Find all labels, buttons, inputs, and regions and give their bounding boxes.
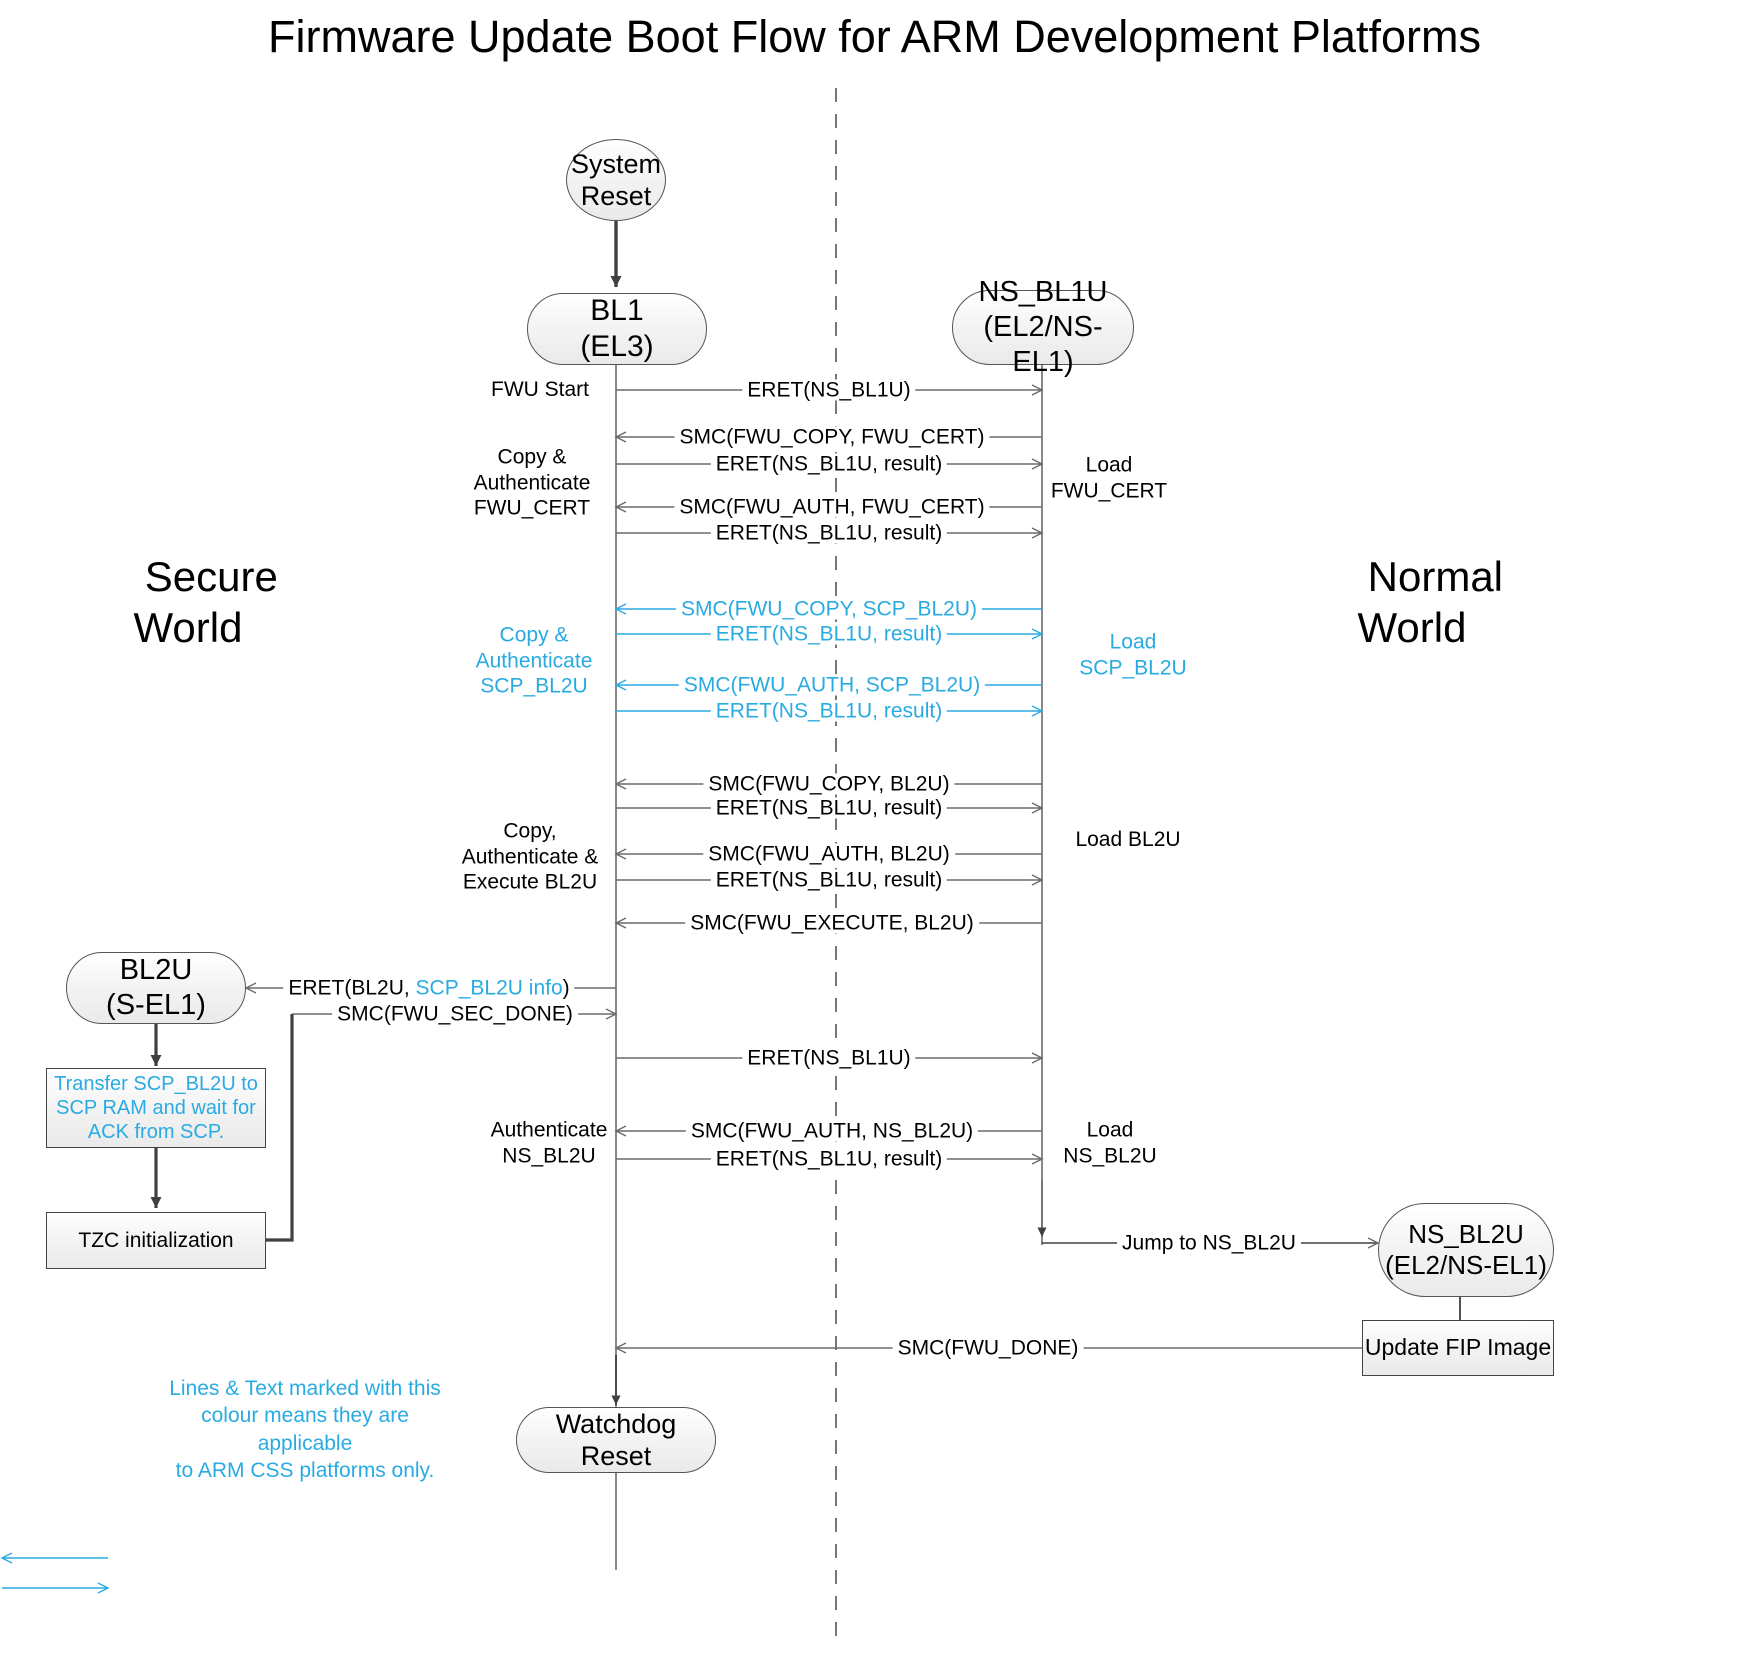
message-m12: SMC(FWU_AUTH, BL2U) [703,843,955,865]
message-m10: SMC(FWU_COPY, BL2U) [703,773,955,795]
eret-bl2u-prefix: ERET(BL2U, [288,976,416,1000]
eret-bl2u-suffix: ) [562,976,570,1000]
message-m2: SMC(FWU_COPY, FWU_CERT) [674,426,990,448]
message-m15: SMC(FWU_SEC_DONE) [332,1003,578,1025]
node-system-reset[interactable]: System Reset [566,139,666,221]
annotation-load-scp-bl2u: Load SCP_BL2U [1079,630,1187,679]
annotation-load-ns-bl2u: Load NS_BL2U [1063,1118,1157,1167]
annotation-authenticate-ns-bl2u: Authenticate NS_BL2U [490,1118,608,1167]
page-title: Firmware Update Boot Flow for ARM Develo… [268,11,1481,62]
message-m1: ERET(NS_BL1U) [742,379,916,401]
message-m17: SMC(FWU_AUTH, NS_BL2U) [685,1120,979,1142]
annotation-load-bl2u: Load BL2U [1075,828,1181,852]
message-m20: SMC(FWU_DONE) [892,1337,1084,1359]
message-eret-bl2u: ERET(BL2U, SCP_BL2U info) [283,976,575,1000]
annotation-copy-auth-fwu-cert: Copy & Authenticate FWU_CERT [473,445,591,520]
node-ns-bl1u-label: NS_BL1U (EL2/NS-EL1) [978,276,1108,378]
node-update-fip-image[interactable]: Update FIP Image [1362,1320,1554,1376]
annotation-copy-auth-exec-bl2u: Copy, Authenticate & Execute BL2U [461,819,599,894]
annotation-load-fwu-cert: Load FWU_CERT [1050,453,1168,502]
eret-bl2u-blue-part: SCP_BL2U info [415,976,563,1000]
node-watchdog-reset[interactable]: Watchdog Reset [516,1407,716,1473]
node-update-fip-image-label: Update FIP Image [1364,1334,1552,1361]
node-tzc-initialization-label: TZC initialization [78,1228,234,1252]
message-m11: ERET(NS_BL1U, result) [710,797,948,819]
annotation-fwu-start: FWU Start [491,378,589,402]
node-ns-bl1u[interactable]: NS_BL1U (EL2/NS-EL1) [952,276,1134,378]
message-m5: ERET(NS_BL1U, result) [710,522,948,544]
node-ns-bl2u-label: NS_BL2U (EL2/NS-EL1) [1385,1218,1547,1280]
message-m18: ERET(NS_BL1U, result) [710,1148,948,1170]
message-m6: SMC(FWU_COPY, SCP_BL2U) [675,598,983,620]
message-m19: Jump to NS_BL2U [1117,1232,1301,1254]
message-m14: SMC(FWU_EXECUTE, BL2U) [685,912,979,934]
node-transfer-scp-bl2u[interactable]: Transfer SCP_BL2U to SCP RAM and wait fo… [46,1068,266,1148]
node-ns-bl2u[interactable]: NS_BL2U (EL2/NS-EL1) [1378,1203,1554,1297]
message-m3: ERET(NS_BL1U, result) [710,453,948,475]
normal-world-label: Normal World [1282,500,1542,705]
node-bl2u-label: BL2U (S-EL1) [106,954,206,1021]
node-system-reset-label: System Reset [570,148,662,211]
legend-text: Lines & Text marked with this colour mea… [169,1377,441,1482]
node-watchdog-reset-label: Watchdog Reset [555,1408,677,1471]
node-tzc-initialization[interactable]: TZC initialization [46,1212,266,1269]
node-bl1-label: BL1 (EL3) [580,294,654,363]
node-transfer-scp-bl2u-label: Transfer SCP_BL2U to SCP RAM and wait fo… [54,1073,258,1143]
message-m4: SMC(FWU_AUTH, FWU_CERT) [674,496,990,518]
annotation-copy-auth-scp-bl2u: Copy & Authenticate SCP_BL2U [475,623,593,698]
message-m13: ERET(NS_BL1U, result) [710,869,948,891]
node-bl1[interactable]: BL1 (EL3) [527,293,707,365]
secure-world-label: Secure World [58,500,318,705]
secure-world-text: Secure World [133,553,278,652]
message-m9: ERET(NS_BL1U, result) [710,700,948,722]
normal-world-text: Normal World [1357,553,1504,652]
message-m8: SMC(FWU_AUTH, SCP_BL2U) [678,674,986,696]
message-m16: ERET(NS_BL1U) [742,1047,916,1069]
node-bl2u[interactable]: BL2U (S-EL1) [66,952,246,1024]
message-m7: ERET(NS_BL1U, result) [710,623,948,645]
